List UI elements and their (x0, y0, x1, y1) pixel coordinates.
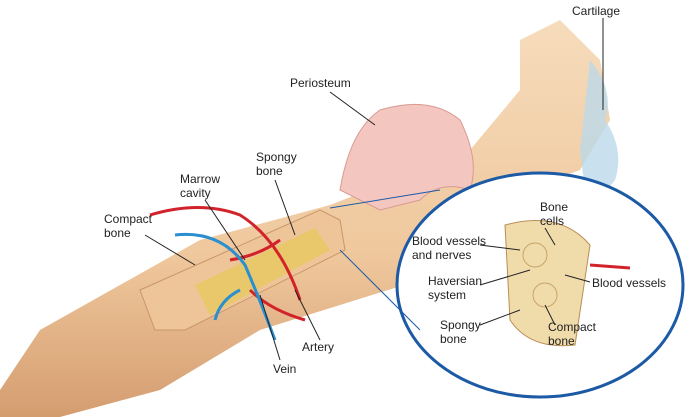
periosteum (339, 103, 474, 211)
inset-connector (339, 249, 421, 331)
label-inset-haversian-system: Haversian system (428, 274, 483, 302)
artery-vessel (149, 206, 306, 322)
label-marrow-cavity: Marrow cavity (180, 172, 221, 200)
label-inset-bone-cells: Bone cells (540, 200, 569, 228)
cartilage (580, 60, 619, 194)
label-vein: Vein (273, 362, 297, 376)
label-spongy-bone: Spongy bone (256, 150, 297, 178)
vein-vessel (174, 232, 277, 341)
label-cartilage: Cartilage (572, 4, 621, 18)
label-inset-spongy-bone: Spongy bone (440, 318, 481, 346)
haversian-ring (522, 242, 548, 268)
label-inset-blood-vessels: Blood vessels (592, 276, 667, 290)
inset-connector (329, 189, 441, 209)
leader-lines (144, 18, 604, 361)
inset-blood-vessel (589, 263, 631, 270)
label-inset-blood-vessels-nerves: Blood vessels and nerves (412, 234, 487, 262)
label-inset-compact-bone: Compact bone (548, 320, 597, 348)
label-periosteum: Periosteum (290, 76, 351, 90)
label-compact-bone: Compact bone (104, 212, 153, 240)
haversian-ring (532, 282, 558, 308)
label-artery: Artery (302, 340, 335, 354)
marrow-cavity (195, 228, 330, 315)
